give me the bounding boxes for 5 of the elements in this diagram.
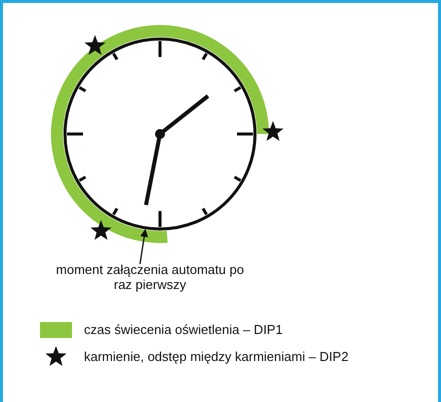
legend-text: czas świecenia oświetlenia – DIP1 xyxy=(84,322,283,337)
arrow xyxy=(139,228,148,264)
annotation-text: moment załączenia automatu po raz pierwszy xyxy=(50,262,250,292)
legend-text: karmienie, odstęp między karmieniami – DIP2 xyxy=(84,349,348,364)
clock-drawing xyxy=(51,25,269,243)
